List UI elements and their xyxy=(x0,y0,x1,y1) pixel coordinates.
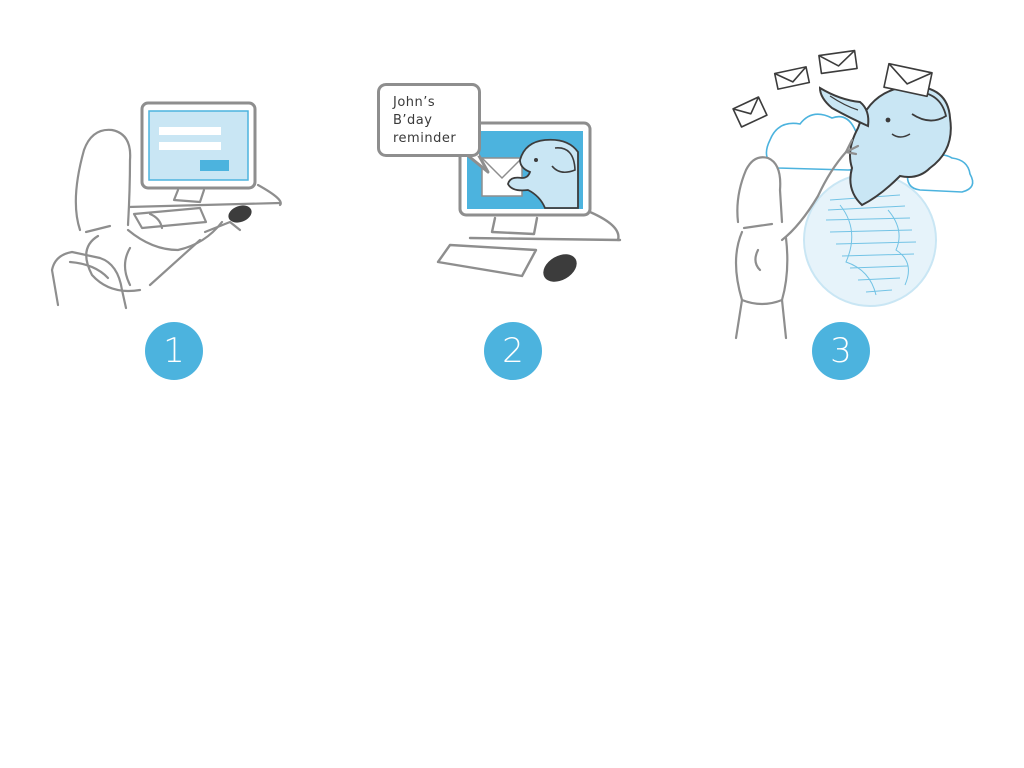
step-2-number: 2 xyxy=(502,331,524,371)
step-1-badge: 1 xyxy=(145,322,203,380)
step-3-badge: 3 xyxy=(812,322,870,380)
reminder-speech-bubble: John’s B’day reminder xyxy=(377,83,481,157)
step-1-number: 1 xyxy=(163,331,185,371)
monitor-frame xyxy=(140,101,257,190)
step-2-badge: 2 xyxy=(484,322,542,380)
step-3-number: 3 xyxy=(830,331,852,371)
